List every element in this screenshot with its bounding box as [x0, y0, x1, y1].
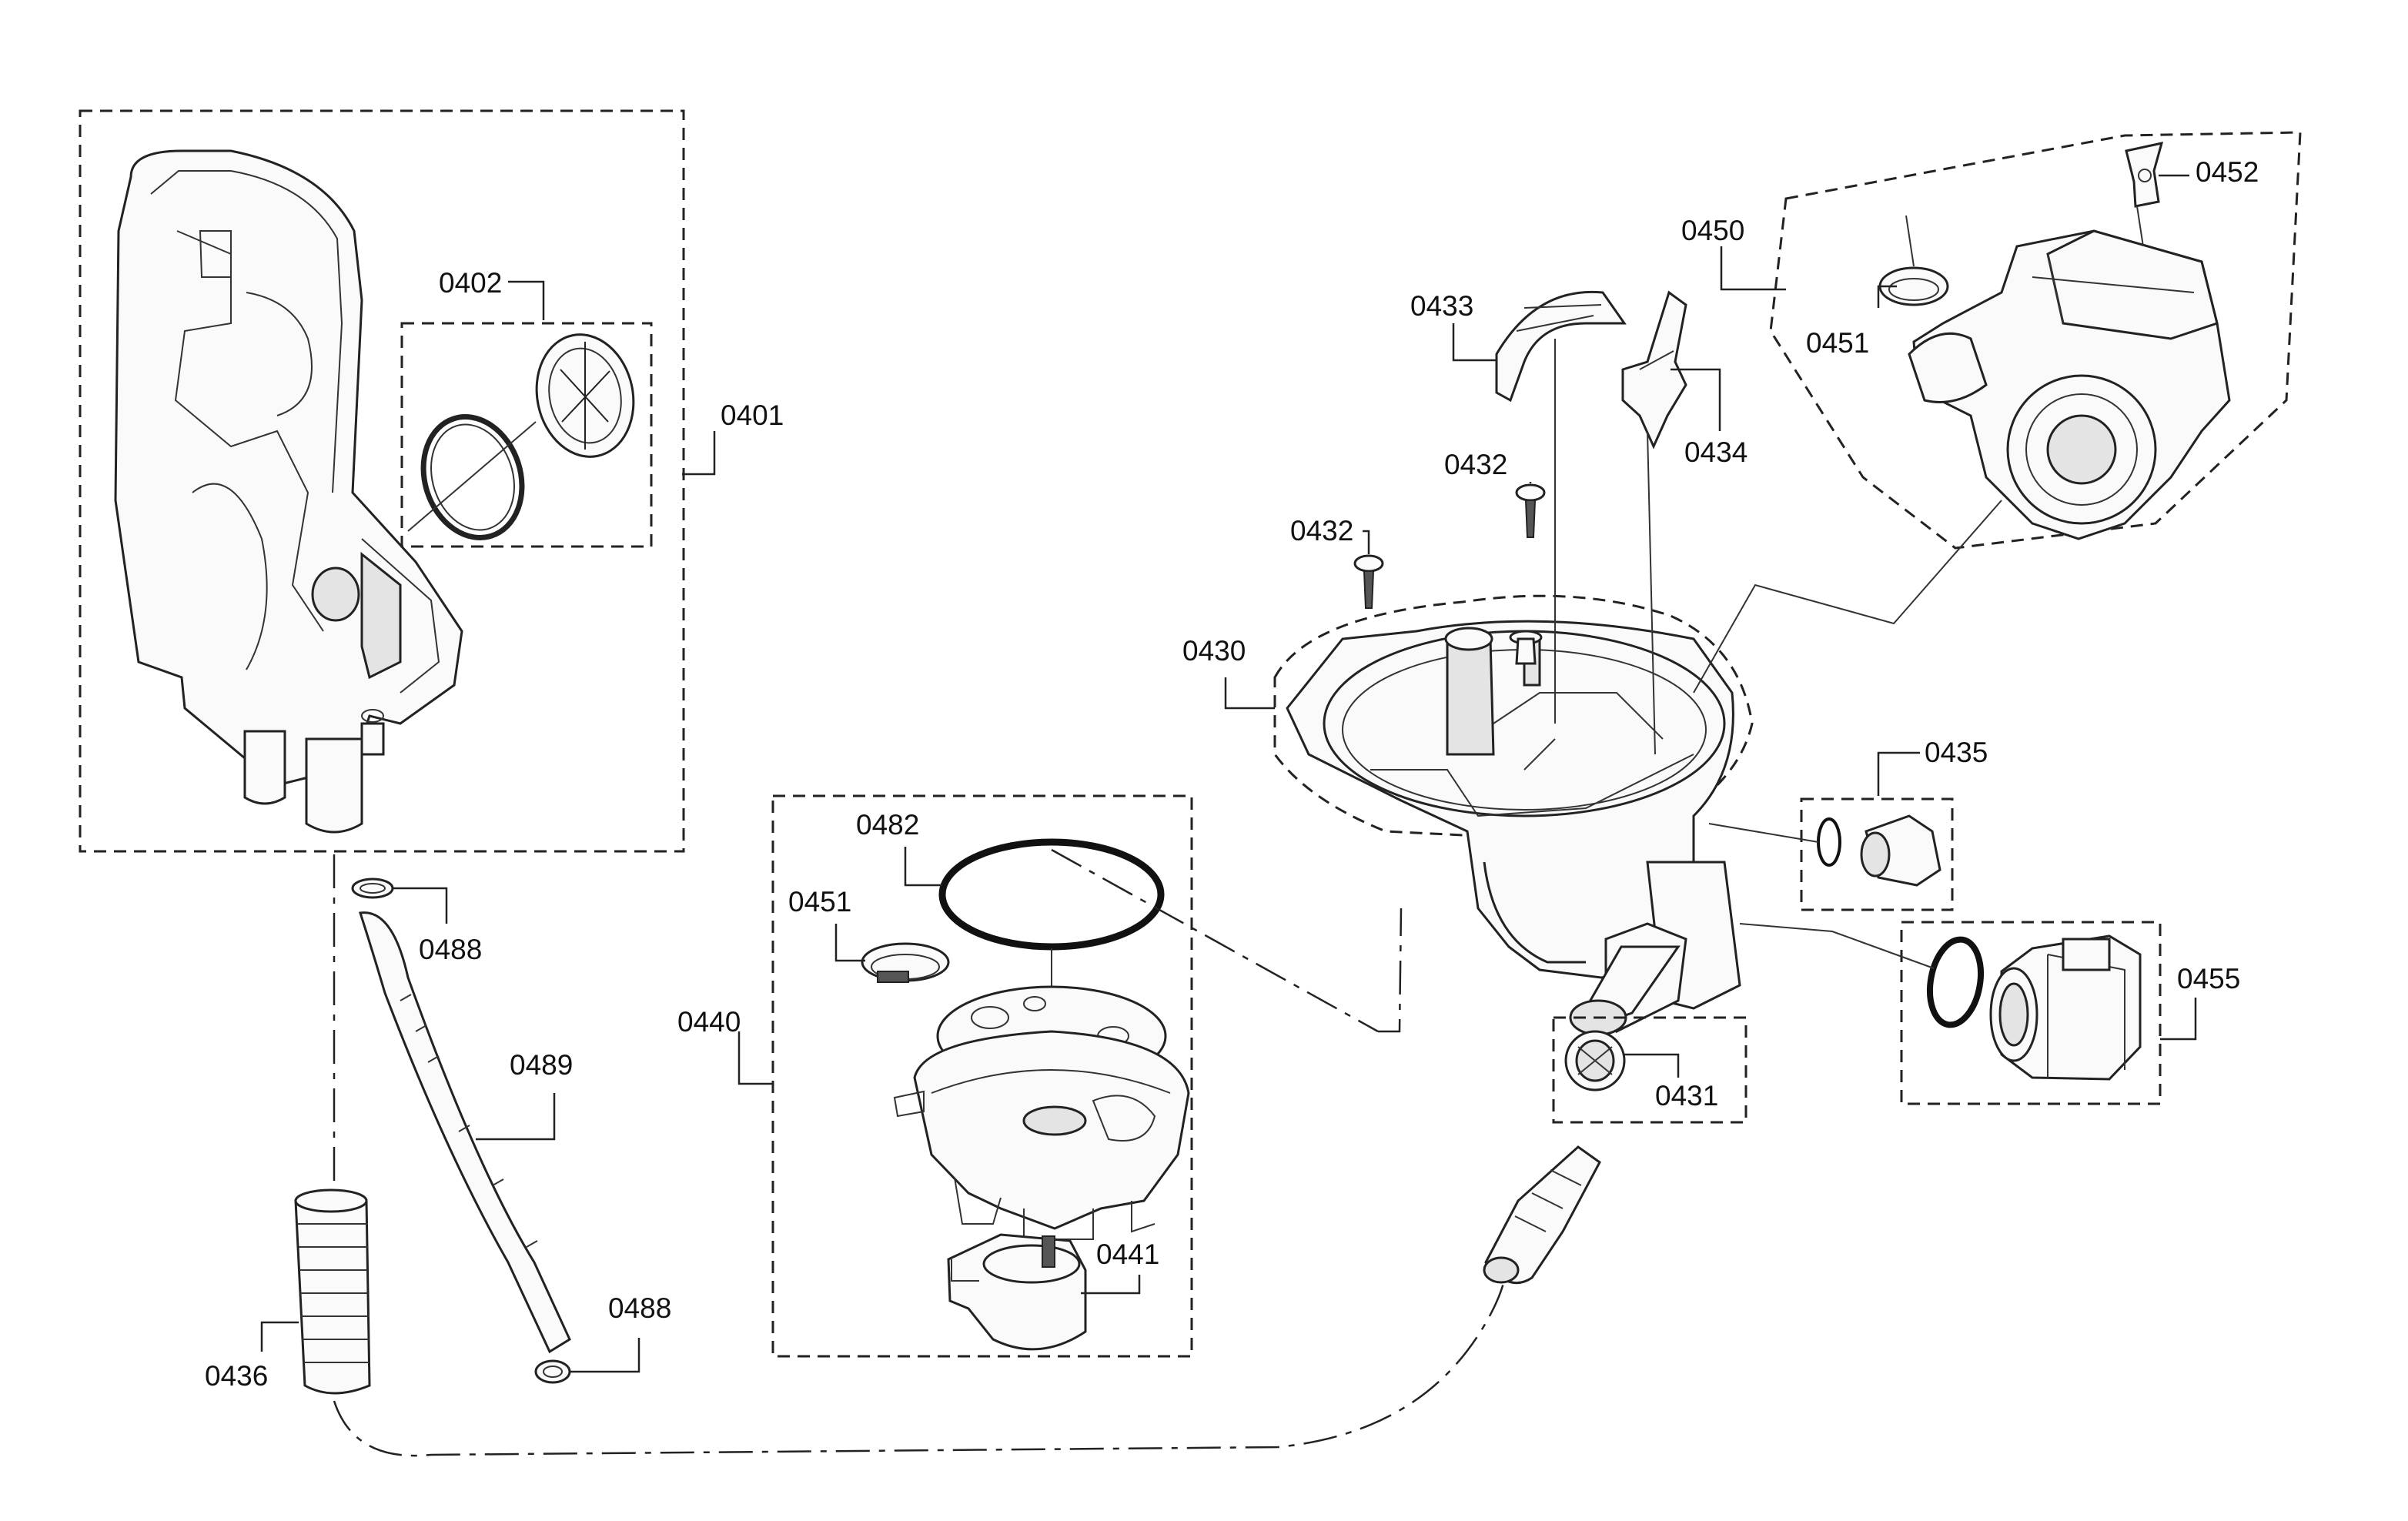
callout-0488-bottom[interactable]: 0488: [608, 1292, 671, 1324]
group-0401-boundary: [79, 109, 685, 853]
group-0435: 0435: [1708, 737, 1988, 911]
group-0431: 0431: [1552, 1016, 1747, 1124]
leader-0440: [737, 1031, 773, 1085]
leader-0433: [1452, 323, 1497, 362]
assembly-line-0435: [1708, 823, 1819, 843]
leader-0435: [1877, 751, 1920, 796]
callout-0455[interactable]: 0455: [2177, 963, 2240, 994]
callout-0431[interactable]: 0431: [1655, 1080, 1718, 1112]
group-0440: 0440 0482 0451: [677, 794, 1193, 1358]
leader-0432-left: [1363, 530, 1370, 554]
clamp-0488-top[interactable]: [351, 878, 394, 899]
leader-0402: [508, 280, 545, 320]
bracket-0434-part[interactable]: [1621, 290, 1687, 450]
assembly-line-0450: [1693, 500, 2002, 694]
callout-0432-left[interactable]: 0432: [1290, 515, 1353, 547]
leader-0434: [1671, 368, 1721, 431]
drain-hose-0436-part[interactable]: [294, 1188, 371, 1395]
callout-0440[interactable]: 0440: [677, 1006, 741, 1038]
callout-0452[interactable]: 0452: [2196, 156, 2259, 188]
callout-0401[interactable]: 0401: [721, 399, 784, 431]
assembly-line-0455: [1739, 923, 1935, 969]
callout-0434[interactable]: 0434: [1684, 436, 1747, 468]
group-0430-boundary: [1273, 594, 1754, 841]
knob-0452-part[interactable]: [2125, 142, 2164, 208]
sensor-0435-part[interactable]: [1860, 814, 1941, 887]
leader-0430: [1224, 677, 1275, 710]
sump-0430-part[interactable]: [1286, 620, 1741, 1036]
leader-0401: [682, 431, 716, 476]
drain-route-line: [333, 1246, 1510, 1457]
leader-0441: [1081, 1275, 1141, 1295]
group-0430: 0430: [1182, 594, 1754, 1036]
leader-0431: [1624, 1053, 1680, 1078]
leader-0451-upper: [1877, 285, 1897, 308]
callout-0451-upper[interactable]: 0451: [1806, 327, 1869, 359]
check-valve-0431-part[interactable]: [1564, 1030, 1626, 1091]
group-0431-boundary: [1552, 1016, 1747, 1124]
group-0455-boundary: [1900, 921, 2162, 1105]
assembly-line-0430: [1378, 908, 1403, 1033]
assembly-line-0452: [2136, 206, 2144, 247]
callout-0450[interactable]: 0450: [1681, 215, 1744, 246]
leader-0488-top: [393, 887, 448, 924]
clamp-0488-bottom[interactable]: [534, 1359, 571, 1384]
leader-0450: [1720, 246, 1786, 291]
group-0402-boundary: [400, 322, 653, 548]
clamp-0451-lower-part[interactable]: [861, 942, 950, 983]
callout-0435[interactable]: 0435: [1925, 737, 1988, 768]
callout-0436[interactable]: 0436: [205, 1360, 268, 1392]
callout-0433[interactable]: 0433: [1410, 290, 1473, 322]
seal-ring-0482-part[interactable]: [938, 838, 1165, 951]
callout-0430[interactable]: 0430: [1182, 635, 1246, 667]
callout-0488-top[interactable]: 0488: [419, 934, 482, 965]
group-0402: 0402: [400, 267, 653, 550]
assembly-line-0402: [407, 421, 537, 532]
group-0435-boundary: [1800, 797, 1954, 911]
callout-0482[interactable]: 0482: [856, 809, 919, 841]
gasket-ring-part[interactable]: [408, 404, 537, 550]
group-0450: 0450 0451 0452: [1681, 131, 2302, 550]
leader-0455: [2160, 998, 2197, 1041]
pump-0455-part[interactable]: [1989, 934, 2142, 1081]
group-0455: 0455: [1739, 921, 2240, 1105]
group-0401: 0401 0402: [79, 109, 784, 853]
pump-housing-0440-part[interactable]: [893, 1030, 1190, 1240]
housing-part[interactable]: [114, 149, 463, 834]
hose-0489-part[interactable]: [359, 911, 571, 1354]
leader-0451-lower: [834, 924, 865, 962]
assembly-line-0434: [1647, 430, 1656, 755]
callout-0451-lower[interactable]: 0451: [788, 886, 851, 918]
group-0440-boundary: [771, 794, 1193, 1358]
oring-0435-part[interactable]: [1817, 817, 1841, 867]
callout-0489[interactable]: 0489: [510, 1049, 573, 1081]
screw-0432-left-part[interactable]: [1353, 554, 1384, 609]
callout-0441[interactable]: 0441: [1096, 1239, 1159, 1270]
clamp-0451-upper-part[interactable]: [1878, 266, 1949, 306]
clip-0433-part[interactable]: [1495, 290, 1627, 403]
drain-connector-part[interactable]: [1483, 1145, 1601, 1285]
assembly-line-0451-upper: [1905, 215, 1915, 267]
assembly-line-0482: [1051, 848, 1379, 1033]
group-0450-boundary: [1769, 131, 2302, 550]
leader-0482: [904, 847, 942, 887]
leader-0489: [476, 1093, 556, 1141]
heat-pump-0450-part[interactable]: [1908, 229, 2231, 540]
callout-0402[interactable]: 0402: [439, 267, 502, 299]
leader-0488-bottom: [570, 1338, 640, 1373]
leader-0436: [260, 1321, 299, 1352]
filter-cap-part[interactable]: [526, 326, 645, 466]
oring-0455-part[interactable]: [1924, 935, 1987, 1028]
screw-0432-right-part[interactable]: [1515, 483, 1546, 538]
callout-0432-right[interactable]: 0432: [1444, 449, 1507, 480]
motor-0441-part[interactable]: [947, 1233, 1087, 1351]
